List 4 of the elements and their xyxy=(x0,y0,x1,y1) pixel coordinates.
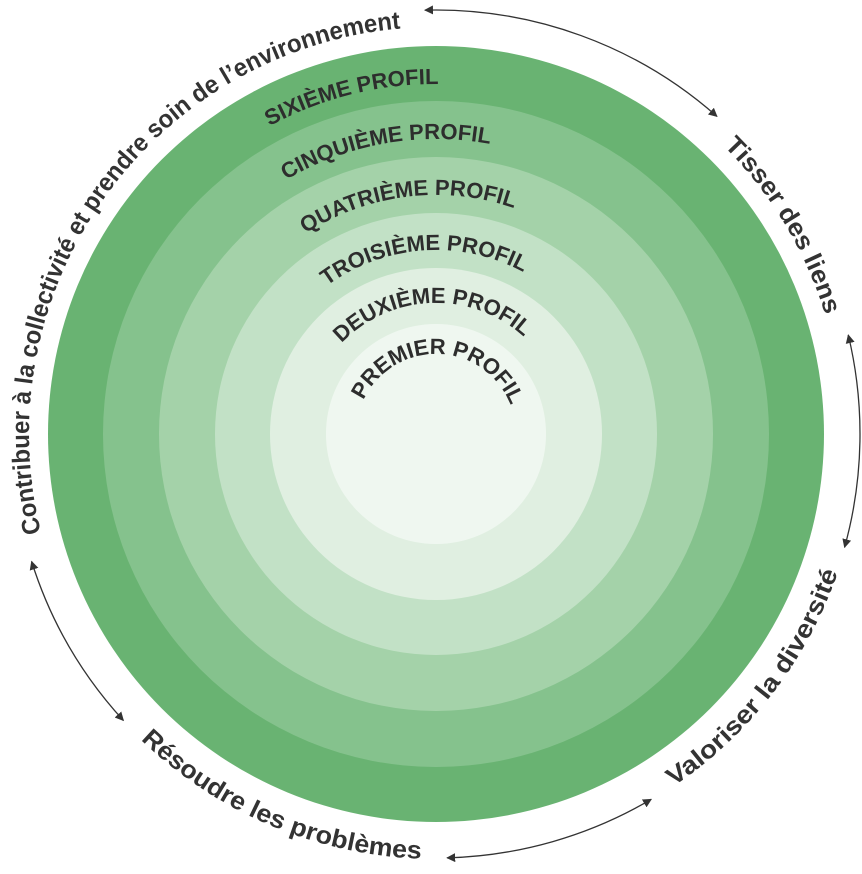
curved-arrow xyxy=(30,560,124,722)
curved-arrow xyxy=(424,6,718,117)
curved-arrow xyxy=(446,798,652,862)
curved-arrow xyxy=(842,334,861,548)
